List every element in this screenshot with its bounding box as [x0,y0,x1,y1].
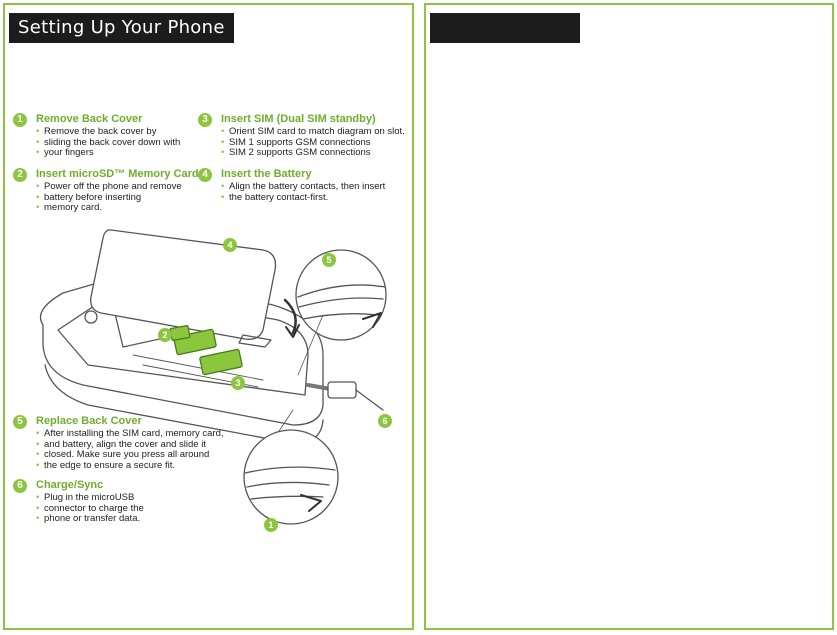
callout-3-label: 3 [235,378,240,388]
step-line: Orient SIM card to match diagram on slot… [221,126,405,138]
step-heading: Remove Back Cover [36,113,143,125]
step-line: SIM 2 supports GSM connections [221,147,405,159]
step-number: 1 [13,113,27,127]
leader-line-top [297,314,324,376]
step-line: phone or transfer data. [36,513,144,525]
step-heading: Insert the Battery [221,168,312,180]
step-line: Plug in the microUSB [36,492,144,504]
phone-tray-outline [57,289,309,396]
step-line: Power off the phone and remove [36,181,182,193]
microsd-card [169,325,191,341]
battery-outline [90,229,277,340]
detail-top-lines [297,284,386,320]
callout-2 [158,328,172,342]
step-line: SIM 1 supports GSM connections [221,137,405,149]
step-line: and battery, align the cover and slide i… [36,439,224,451]
callout-6 [378,414,392,428]
step-number: 3 [198,113,212,127]
insert-arrow [283,298,297,335]
step-line: battery before inserting [36,192,182,204]
step-line: After installing the SIM card, memory ca… [36,428,224,440]
detail-circle-bottom [243,429,339,525]
callout-5 [322,253,336,267]
insert-arrowhead [285,324,300,338]
step-number: 5 [13,415,27,429]
step-heading: Insert microSD™ Memory Card [36,168,199,180]
callout-6-label: 6 [382,416,387,426]
callout-5-label: 5 [326,255,331,265]
step-line: Remove the back cover by [36,126,180,138]
step-list: After installing the SIM card, memory ca… [36,428,224,472]
phone-edge-outline [44,364,324,444]
detail-circle-top [295,249,387,341]
left-page: Setting Up Your Phone 1 Remove Back Cove… [3,3,414,630]
step-list: Plug in the microUSB connector to charge… [36,492,144,525]
step-number: 4 [198,168,212,182]
right-page-title [430,13,580,43]
detail-bottom-arrow [300,494,322,512]
phone-assembly-illustration: 4 2 3 5 6 1 [39,229,392,532]
callout-4-label: 4 [227,240,232,250]
callout-1 [264,518,278,532]
sim-card-2 [199,348,243,376]
step-list: Power off the phone and remove battery b… [36,181,182,214]
detail-bottom-lines [244,466,336,500]
detail-top-arrow [362,312,382,328]
callout-4 [223,238,237,252]
usb-connector [327,381,357,399]
page-title: Setting Up Your Phone [9,13,234,43]
step-number: 6 [13,479,27,493]
battery-contacts [238,334,272,348]
step-line: the edge to ensure a secure fit. [36,460,224,472]
step-heading: Insert SIM (Dual SIM standby) [221,113,376,125]
step-line: the battery contact-first. [221,192,385,204]
callout-1-label: 1 [268,520,273,530]
callout-3 [231,376,245,390]
step-line: Align the battery contacts, then insert [221,181,385,193]
step-number: 2 [13,168,27,182]
step-line: your fingers [36,147,180,159]
step-heading: Replace Back Cover [36,415,142,427]
step-list: Align the battery contacts, then insert … [221,181,385,204]
step-line: memory card. [36,202,182,214]
right-page [424,3,834,630]
step-line: closed. Make sure you press all around [36,449,224,461]
callout-2-label: 2 [162,330,167,340]
usb-cable-tail [355,389,384,411]
step-heading: Charge/Sync [36,479,104,491]
step-list: Remove the back cover by sliding the bac… [36,126,180,159]
step-list: Orient SIM card to match diagram on slot… [221,126,405,159]
step-line: sliding the back cover down with [36,137,180,149]
screw-hole [84,310,98,324]
step-line: connector to charge the [36,503,144,515]
